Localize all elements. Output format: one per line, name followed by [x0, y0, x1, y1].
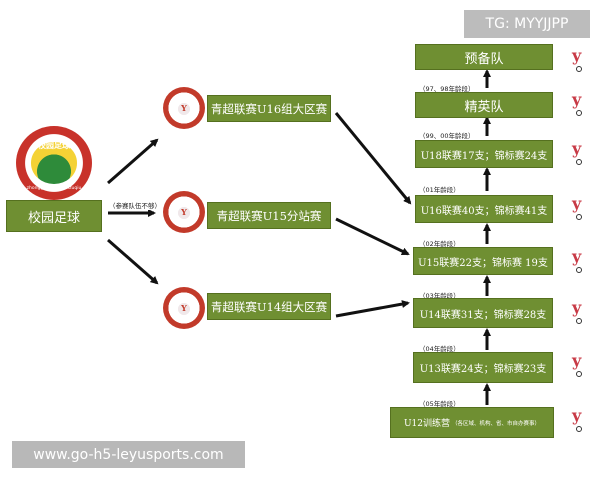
youth-league-seal-icon: Y [163, 191, 205, 233]
youth-league-logo-icon: y [570, 353, 588, 379]
youth-league-logo-icon: y [570, 196, 588, 222]
badge-field [31, 142, 77, 184]
middle-label: 青超联赛U16组大区赛 [210, 101, 328, 116]
youth-league-logo-icon: y [570, 92, 588, 118]
ladder-box-elite: 精英队 [415, 92, 553, 118]
ladder-box-u12: U12训练营 （各区域、机构、省、市自办赛事） [390, 407, 554, 438]
seal-y-icon: Y [181, 206, 187, 217]
ladder-box-u18: U18联赛17支；锦标赛24支 [415, 140, 553, 168]
arrow-root-u14 [107, 238, 159, 285]
ladder-label: U16联赛40支；锦标赛41支 [420, 205, 548, 217]
middle-box-u15: 青超联赛U15分站赛 [207, 202, 331, 229]
ladder-box-u13: U13联赛24支；锦标赛23支 [413, 352, 553, 383]
seal-y-icon: Y [181, 102, 187, 113]
ladder-label: U13联赛24支；锦标赛23支 [419, 364, 547, 375]
root-label: 校园足球 [27, 210, 80, 226]
ladder-label: U12训练营 [403, 419, 451, 429]
tg-overlay: TG: MYYJJPP [464, 10, 590, 38]
age-note: （97、98年龄段） [418, 83, 476, 93]
root-note: （参赛队伍不够） [108, 200, 162, 210]
ladder-label: 预备队 [464, 51, 504, 67]
seal-y-icon: Y [181, 302, 187, 313]
age-note: （03年龄段） [418, 290, 461, 300]
middle-box-u16: 青超联赛U16组大区赛 [207, 95, 331, 122]
youth-league-logo-icon: y [570, 300, 588, 326]
age-note: （04年龄段） [418, 343, 461, 353]
age-note: （99、00年龄段） [418, 130, 476, 140]
arrow-u15-ladder [335, 217, 410, 256]
ladder-label: U15联赛22支；锦标赛 19支 [418, 257, 548, 269]
youth-league-logo-icon: y [570, 48, 588, 74]
middle-label: 青超联赛U15分站赛 [216, 208, 322, 223]
badge-top-text: 校园足球 [38, 141, 70, 150]
ladder-box-u16: U16联赛40支；锦标赛41支 [415, 195, 553, 223]
youth-league-logo-icon: y [570, 141, 588, 167]
age-note: （01年龄段） [418, 184, 461, 194]
ladder-label: U14联赛31支；锦标赛28支 [419, 309, 547, 321]
age-note: （05年龄段） [418, 398, 461, 408]
age-note: （02年龄段） [418, 238, 461, 248]
middle-label: 青超联赛U14组大区赛 [210, 299, 328, 314]
middle-box-u14: 青超联赛U14组大区赛 [207, 293, 331, 320]
ladder-box-u15: U15联赛22支；锦标赛 19支 [413, 247, 553, 275]
arrow-root-u16 [107, 138, 159, 185]
campus-football-badge: 校园足球 zhongguoxiaoyuanzuqiu [16, 126, 92, 200]
ladder-label: U18联赛17支；锦标赛24支 [420, 150, 548, 162]
ladder-label: 精英队 [464, 99, 504, 115]
youth-league-logo-icon: y [570, 408, 588, 434]
youth-league-seal-icon: Y [163, 87, 205, 129]
badge-bottom-text: zhongguoxiaoyuanzuqiu [26, 186, 82, 191]
ladder-box-u14: U14联赛31支；锦标赛28支 [413, 298, 553, 328]
root-box: 校园足球 [6, 200, 102, 232]
ladder-box-reserve: 预备队 [415, 44, 553, 70]
arrow-u14-ladder [335, 300, 410, 318]
watermark-url: www.go-h5-leyusports.com [12, 441, 245, 468]
ladder-extra: （各区域、机构、省、市自办赛事） [452, 420, 541, 427]
youth-league-logo-icon: y [570, 249, 588, 275]
youth-league-seal-icon: Y [163, 287, 205, 329]
arrow-u16-ladder [334, 112, 412, 205]
